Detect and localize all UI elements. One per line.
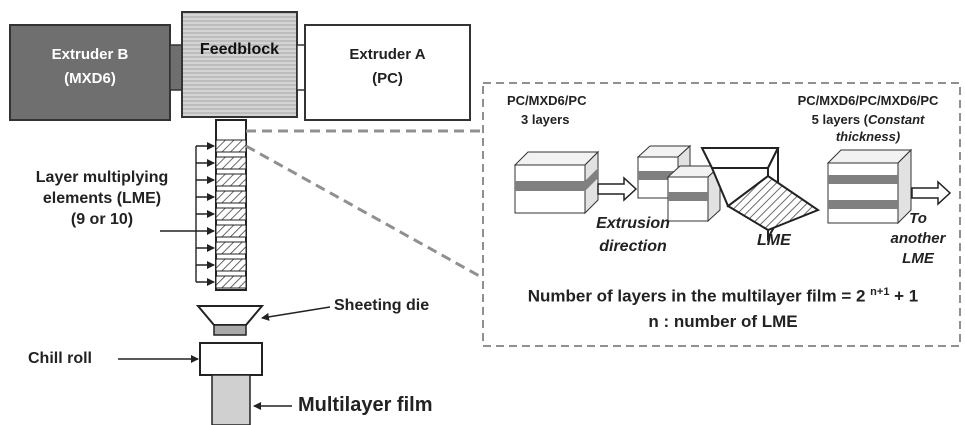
five-layer-count: 5 layers (Constant [782, 112, 954, 128]
sheeting-die [195, 305, 265, 326]
inset-frame [482, 82, 961, 347]
five-layer-block [826, 148, 913, 225]
five-layer-label: PC/MXD6/PC/MXD6/PC 5 layers (Constant th… [782, 93, 954, 145]
to-another-lme-arrow [911, 180, 952, 206]
extruder-b-connector [169, 44, 183, 91]
chill-roll [199, 342, 263, 376]
to-word: To [909, 210, 927, 227]
extruder-b-material: (MXD6) [64, 70, 116, 87]
extrusion-direction-arrow [597, 176, 638, 202]
inset-lme-label: LME [757, 232, 791, 249]
feedblock-label: Feedblock [199, 41, 280, 58]
five-layer-stack: PC/MXD6/PC/MXD6/PC [797, 93, 939, 108]
three-layer-stack: PC/MXD6/PC [507, 93, 587, 108]
die-lip [213, 324, 247, 336]
formula-text: Number of layers in the multilayer film … [527, 286, 871, 306]
another-word: another [890, 230, 946, 247]
to-another-lme-label: To another LME [888, 210, 948, 268]
lme-element-shape [700, 147, 821, 242]
extrusion-direction-label: Extrusion direction [583, 214, 683, 256]
feedblock-box [181, 11, 298, 118]
lme-bracket-arrows [160, 142, 215, 286]
extruder-a-title: Extruder A [349, 46, 426, 63]
extruder-b-box [9, 24, 171, 121]
multilayer-film [211, 374, 251, 425]
lme-label-line3: (9 or 10) [70, 211, 134, 229]
lme-word: LME [902, 250, 934, 267]
zoom-callout-lines [245, 129, 484, 280]
extruder-a-box [304, 24, 471, 121]
extruder-a-label: Extruder A (PC) [305, 46, 470, 88]
extruder-a-material: (PC) [372, 70, 403, 87]
formula-suffix: + 1 [889, 286, 919, 306]
five-layer-constant: Constant [868, 111, 925, 127]
chill-roll-label: Chill roll [28, 350, 92, 367]
lme-hatched-segments [215, 139, 247, 289]
three-layer-block [513, 150, 600, 215]
direction-word: direction [599, 238, 667, 256]
extruder-a-connector [296, 44, 306, 91]
extruder-b-label: Extruder B (MXD6) [10, 46, 170, 88]
lme-label-line2: elements (LME) [42, 190, 162, 208]
extruder-b-title: Extruder B [51, 46, 129, 63]
lme-label-line1: Layer multiplying [35, 169, 169, 186]
extrusion-word: Extrusion [596, 215, 670, 232]
three-layer-count: 3 layers [521, 111, 570, 127]
lme-label: Layer multiplying elements (LME) (9 or 1… [16, 168, 188, 230]
split-block-front [666, 164, 722, 223]
layer-count-formula: Number of layers in the multilayer film … [488, 286, 958, 307]
sheeting-die-arrow [261, 306, 331, 321]
five-layer-count-text: 5 layers ( [811, 111, 869, 127]
formula-exponent: n+1 [870, 286, 890, 298]
three-layer-label: PC/MXD6/PC 3 layers [507, 93, 586, 127]
five-layer-thickness: thickness) [835, 129, 901, 145]
multilayer-film-label: Multilayer film [298, 394, 433, 416]
sheeting-die-label: Sheeting die [334, 297, 430, 314]
n-definition: n : number of LME [648, 312, 798, 331]
